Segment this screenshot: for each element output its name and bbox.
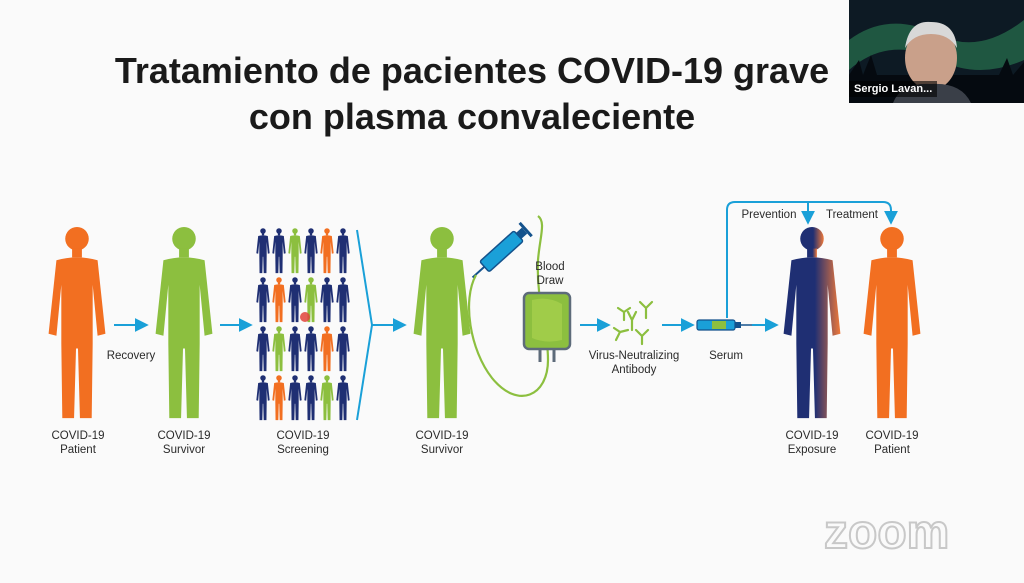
slide-title-line-2: con plasma convaleciente [248,96,696,137]
label-patient-2: COVID-19 Patient [865,430,919,456]
label-prevention: Prevention [741,209,797,221]
crowd-figure [288,375,302,421]
patient-figure-2 [863,226,921,419]
crowd-figure [336,326,350,372]
serum-syringe-icon [696,319,752,331]
screening-crowd [256,228,350,421]
antibody-icon [612,300,654,346]
syringe-icon [471,221,533,279]
zoom-watermark: zoom [823,510,950,554]
crowd-figure [256,228,270,274]
survivor-figure-2 [413,226,471,419]
crowd-figure [272,375,286,421]
survivor-figure-1 [155,226,213,419]
label-survivor-2: COVID-19 Survivor [415,430,469,456]
crowd-figure [320,326,334,372]
slide-title-line-1: Tratamiento de pacientes COVID-19 grave [114,50,830,91]
crowd-figure [320,375,334,421]
patient-figure [48,226,106,419]
treatment-route [808,201,898,225]
participant-name: Sergio Lavan... [849,81,938,97]
funnel-bracket [356,229,374,421]
crowd-figure [288,326,302,372]
cursor-pointer [300,312,310,322]
crowd-figure [336,375,350,421]
zoom-watermark-text: zoom [824,510,949,554]
label-antibody: Virus-Neutralizing Antibody [588,350,680,376]
participant-video[interactable]: Sergio Lavan... [849,0,1024,103]
crowd-figure [288,277,302,323]
crowd-figure [256,375,270,421]
crowd-figure [304,375,318,421]
label-recovery: Recovery [106,350,156,362]
crowd-figure [256,326,270,372]
label-exposure: COVID-19 Exposure [785,430,839,456]
crowd-figure [336,277,350,323]
label-patient: COVID-19 Patient [51,430,105,456]
label-screening: COVID-19 Screening [276,430,330,456]
crowd-figure [272,326,286,372]
crowd-figure [336,228,350,274]
crowd-figure [320,228,334,274]
label-blood-draw: Blood Draw [535,261,565,287]
crowd-figure [272,277,286,323]
crowd-figure [320,277,334,323]
blood-tube [467,215,550,397]
label-survivor-1: COVID-19 Survivor [157,430,211,456]
crowd-figure [304,326,318,372]
crowd-figure [304,228,318,274]
crowd-figure [288,228,302,274]
crowd-figure [256,277,270,323]
blood-bag-icon [522,291,572,362]
prevention-route [726,201,815,318]
slide-title: Tratamiento de pacientes COVID-19 grave … [0,48,944,140]
label-treatment: Treatment [826,209,878,221]
exposure-figure [783,226,841,419]
label-serum: Serum [709,350,743,362]
crowd-figure [272,228,286,274]
